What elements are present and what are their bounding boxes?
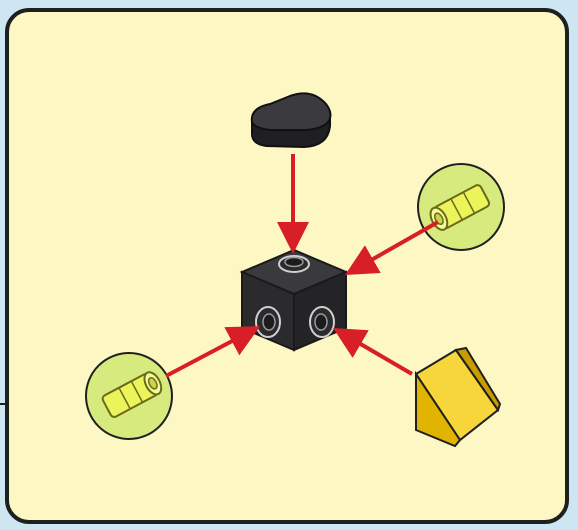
- arrow-right-pin: [345, 220, 439, 275]
- center-brick-icon: [239, 248, 349, 352]
- technic-pin-left-icon: [85, 352, 173, 440]
- arrow-slope: [333, 327, 414, 376]
- arrow-left-pin: [165, 326, 261, 378]
- technic-pin-right-icon: [417, 163, 505, 251]
- assembly-arrows: [165, 154, 439, 378]
- slope-icon: [414, 346, 502, 448]
- rounded-tile-icon: [250, 92, 332, 149]
